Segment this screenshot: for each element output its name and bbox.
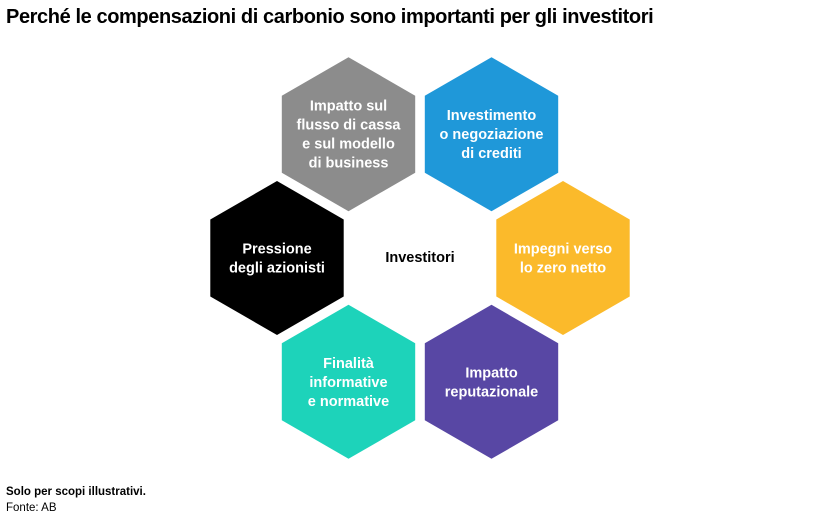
hexagon-layer: Impatto sul flusso di cassa e sul modello d…: [210, 57, 630, 459]
source-note: Fonte: AB: [6, 502, 57, 514]
hexagon-shape-reputational: [424, 304, 559, 459]
hexagon-label-reputational: reputazionale: [445, 384, 538, 400]
hexagon-label-disclosure: e normative: [308, 394, 389, 410]
hexagon-cash-flow: Impatto sul flusso di cassa e sul modello d…: [281, 57, 416, 212]
hexagon-label-shareholder: degli azionisti: [229, 261, 325, 277]
hexagon-label-disclosure: informative: [309, 375, 387, 391]
hexagon-label-net-zero: Impegni verso: [514, 242, 612, 258]
hexagon-label-cash-flow: flusso di cassa: [297, 118, 402, 134]
hexagon-label-cash-flow: e sul modello: [302, 137, 395, 153]
hexagon-shape-disclosure: [281, 304, 416, 459]
hexagon-shape-shareholder: [210, 181, 344, 335]
hexagon-label-shareholder: Pressione: [242, 242, 311, 258]
hexagon-shape-investment: [424, 57, 559, 212]
hexagon-label-cash-flow: di business: [309, 156, 389, 172]
hexagon-shareholder: Pressione degli azionisti: [210, 181, 344, 335]
hexagon-label-investment: Investimento: [447, 108, 537, 124]
footnote: Solo per scopi illustrativi.: [6, 486, 146, 498]
hexagon-label-reputational: Impatto: [465, 365, 518, 381]
hexagon-label-investment: o negoziazione: [440, 127, 544, 143]
hexagon-label-net-zero: lo zero netto: [520, 261, 606, 277]
hexagon-net-zero: Impegni verso lo zero netto: [496, 181, 630, 335]
hexagon-label-disclosure: Finalità: [323, 356, 375, 372]
hexagon-reputational: Impatto reputazionale: [424, 304, 559, 459]
page-title: Perché le compensazioni di carbonio sono…: [6, 6, 654, 28]
hexagon-label-cash-flow: Impatto sul: [310, 99, 387, 115]
hexagon-label-investment: di crediti: [461, 146, 521, 162]
hexagon-shape-cash-flow: [281, 57, 416, 212]
hexagon-investment: Investimento o negoziazione di crediti: [424, 57, 559, 212]
hexagon-shape-net-zero: [496, 181, 630, 335]
center-label: Investitori: [385, 250, 454, 266]
hexagon-disclosure: Finalità informative e normative: [281, 304, 416, 459]
